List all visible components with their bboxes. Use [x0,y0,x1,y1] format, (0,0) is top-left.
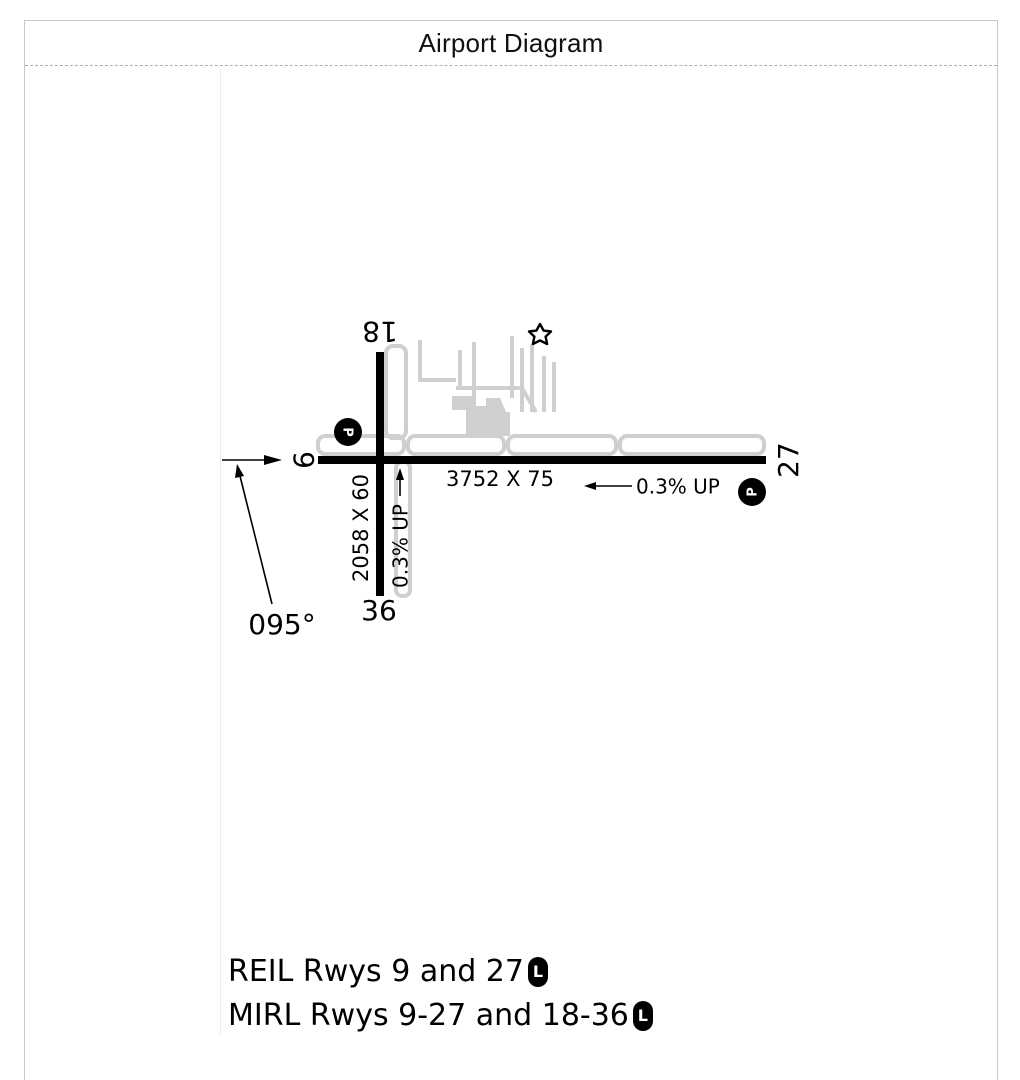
note-mirl: MIRL Rwys 9-27 and 18-36 L [228,994,653,1038]
panel-header: Airport Diagram [25,21,997,66]
apron [452,396,510,436]
bearing-arrowhead-icon [235,464,244,478]
rotating-beacon-star-icon [527,322,553,346]
lighting-notes: REIL Rwys 9 and 27 L MIRL Rwys 9-27 and … [228,950,653,1038]
inbound-arrowhead-icon [264,455,282,465]
approach-bearing: 095° [248,608,315,641]
runway-18-label: 18 [362,315,398,348]
note-reil: REIL Rwys 9 and 27 L [228,950,653,994]
runway-18-36-dimensions: 2058 X 60 [349,474,373,582]
taxiway-segment [406,434,506,456]
diagram-panel: Airport Diagram [24,20,998,1080]
hangar-taxilane [456,386,538,414]
note-mirl-text: MIRL Rwys 9-27 and 18-36 [228,998,629,1033]
runway-9-label: 9 [287,451,320,469]
runway-27-label: 27 [772,442,805,478]
panel-title: Airport Diagram [418,27,604,58]
lighting-badge: L [527,957,548,987]
taxiway-segment [506,434,618,456]
apron-area [452,396,510,436]
parking-symbol: P [746,487,761,497]
taxiway-segment [384,344,408,440]
gradient-arrowhead-icon [584,482,596,490]
runway-36-label: 36 [361,594,397,627]
gradient-arrowhead-icon [396,468,404,480]
runway-18-36 [376,352,384,596]
runway-9-27-gradient: 0.3% UP [636,475,720,499]
hangar-taxilane [418,340,456,382]
parking-symbol: P [340,427,355,437]
runway-18-36-gradient: 0.3% UP [389,504,413,588]
bearing-leader-line [239,475,273,605]
chart-left-edge [220,68,221,1036]
parking-badge: P [738,478,766,506]
parking-badge: P [334,418,362,446]
note-reil-text: REIL Rwys 9 and 27 [228,954,524,989]
taxiway-segment [618,434,766,456]
runway-9-27-dimensions: 3752 X 75 [446,467,554,491]
runway-9-27 [318,456,766,464]
lighting-badge: L [632,1001,653,1031]
taxiway-network [316,336,766,598]
